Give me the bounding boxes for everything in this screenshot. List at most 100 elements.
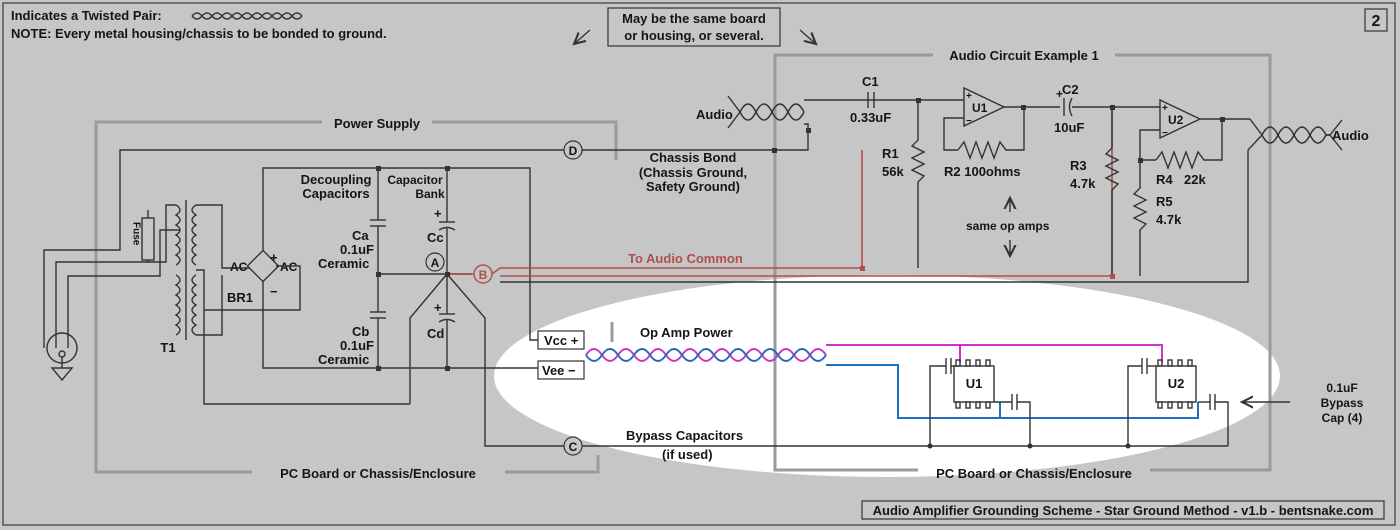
r5-value: 4.7k: [1156, 212, 1182, 227]
audio-circuit-box: [773, 53, 1272, 472]
svg-text:C: C: [569, 440, 578, 454]
same-board-note-box: [607, 7, 781, 47]
junction-dots: [376, 98, 1225, 371]
c2-label: C2: [1062, 82, 1079, 97]
node-a: A: [425, 252, 445, 272]
r4-label: R4: [1156, 172, 1173, 187]
fuse-label: Fuse: [131, 222, 142, 246]
bypass-note-line1: 0.1uF: [1326, 381, 1357, 395]
audio-circuit-title: Audio Circuit Example 1: [949, 48, 1099, 63]
capacitor-bank-line1: Capacitor: [387, 173, 443, 187]
bond-note: NOTE: Every metal housing/chassis to be …: [11, 26, 387, 41]
dip-u1: [953, 359, 995, 409]
arrow-down-right-icon: [799, 29, 816, 44]
op-amp-power-twisted-pair: [585, 348, 827, 362]
op-amp-power-label: Op Amp Power: [640, 325, 733, 340]
op-amp-u1: [963, 86, 1006, 128]
c1-label: C1: [862, 74, 879, 89]
br1-label: BR1: [227, 290, 253, 305]
r2-label: R2 100ohms: [944, 164, 1021, 179]
cb-value: 0.1uF: [340, 338, 374, 353]
op-amp-power-highlight: [494, 275, 1280, 477]
svg-text:A: A: [431, 256, 440, 270]
footer-title: Audio Amplifier Grounding Scheme - Star …: [873, 503, 1374, 518]
same-board-note-line2: or housing, or several.: [624, 28, 763, 43]
br1-plus-label: +: [270, 250, 278, 265]
t1-label: T1: [160, 340, 175, 355]
audio-in-twisted-pair: [727, 95, 805, 129]
footer-title-box: [861, 500, 1385, 520]
capacitor-c1: [867, 92, 875, 108]
u2-minus: −: [1162, 128, 1168, 139]
u2-plus: +: [1162, 103, 1168, 114]
capacitor-cd: [438, 274, 456, 368]
earth-ground-icon: [50, 357, 74, 382]
audio-in-label: Audio: [696, 107, 733, 122]
cd-label: Cd: [427, 326, 444, 341]
bypass-note-line2: Bypass: [1321, 396, 1364, 410]
cc-label: Cc: [427, 230, 444, 245]
r4-value: 22k: [1184, 172, 1206, 187]
chassis-bond-line2: (Chassis Ground,: [639, 165, 747, 180]
bridge-rectifier-br1: [246, 249, 280, 283]
node-b: B: [473, 264, 493, 284]
node-c: C: [563, 436, 583, 456]
bypass-caps: [929, 358, 1229, 446]
cd-plus: +: [434, 300, 442, 315]
r1-label: R1: [882, 146, 899, 161]
pc-board-right-label: PC Board or Chassis/Enclosure: [936, 466, 1132, 481]
r3-label: R3: [1070, 158, 1087, 173]
u1-label: U1: [972, 101, 988, 115]
page-number-box: [1364, 8, 1388, 32]
ac-right-label: AC: [280, 260, 298, 274]
cb-label: Cb: [352, 324, 369, 339]
op-amp-u2: [1159, 98, 1202, 140]
transformer-t1: [174, 200, 198, 340]
r5-label: R5: [1156, 194, 1173, 209]
bypass-caps-label-line1: Bypass Capacitors: [626, 428, 743, 443]
r3-value: 4.7k: [1070, 176, 1096, 191]
power-supply-title: Power Supply: [334, 116, 421, 131]
dip-u2: [1155, 359, 1197, 409]
node-d: D: [563, 140, 583, 160]
svg-text:D: D: [569, 144, 578, 158]
cb-type: Ceramic: [318, 352, 369, 367]
decoupling-label-line2: Capacitors: [302, 186, 369, 201]
cc-plus: +: [434, 206, 442, 221]
capacitor-c2: [1063, 97, 1073, 117]
twisted-pair-note: Indicates a Twisted Pair:: [11, 8, 162, 23]
u2-label: U2: [1168, 113, 1184, 127]
dip-u2-label: U2: [1168, 376, 1185, 391]
power-supply-box: [94, 120, 618, 474]
c2-plus: +: [1056, 87, 1063, 101]
vee-label: Vee −: [542, 363, 576, 378]
chassis-bond-line3: Safety Ground): [646, 179, 740, 194]
same-op-amps-label: same op amps: [966, 219, 1050, 233]
capacitor-bank-line2: Bank: [415, 187, 445, 201]
ac-left-label: AC: [230, 260, 248, 274]
vcc-box: [537, 330, 585, 350]
bypass-caps-label-line2: (if used): [662, 447, 713, 462]
capacitor-cb: [370, 274, 386, 368]
same-board-note-line1: May be the same board: [622, 11, 766, 26]
pc-board-left-label: PC Board or Chassis/Enclosure: [280, 466, 476, 481]
ca-value: 0.1uF: [340, 242, 374, 257]
arrow-down-left-icon: [574, 29, 591, 44]
vcc-label: Vcc +: [544, 333, 579, 348]
c2-value: 10uF: [1054, 120, 1084, 135]
svg-text:B: B: [479, 268, 488, 282]
vee-box: [537, 360, 585, 380]
br1-minus-label: −: [270, 284, 278, 299]
bypass-note-line3: Cap (4): [1322, 411, 1363, 425]
r1-value: 56k: [882, 164, 904, 179]
u1-minus: −: [966, 116, 972, 127]
audio-out-twisted-pair: [1261, 119, 1343, 151]
fuse-icon: [141, 210, 155, 262]
c1-value: 0.33uF: [850, 110, 891, 125]
chassis-bond-line1: Chassis Bond: [650, 150, 737, 165]
capacitor-ca: [370, 168, 386, 274]
u1-plus: +: [966, 91, 972, 102]
to-audio-common-label: To Audio Common: [628, 251, 743, 266]
